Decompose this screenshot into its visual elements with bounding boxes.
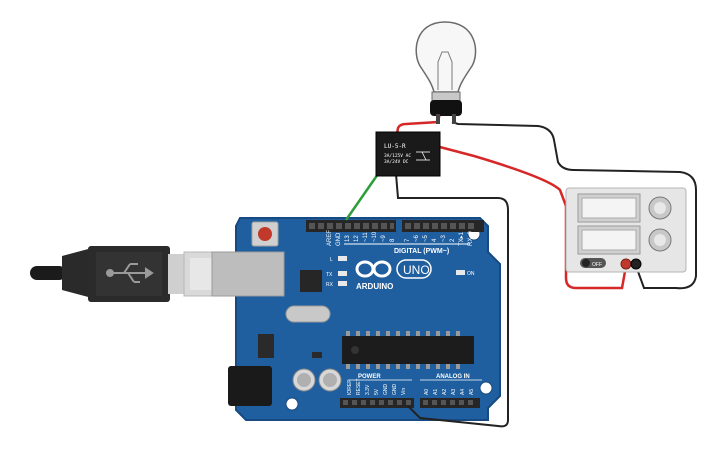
pin-3v3-label: 3.3V <box>365 384 371 395</box>
pin-2-label: 2 <box>450 238 456 242</box>
pin-gnd1-label: GND <box>383 384 389 396</box>
pin-8-label: 8 <box>390 238 396 242</box>
terminal-negative[interactable] <box>630 258 642 270</box>
wire-red-psu[interactable] <box>435 144 628 290</box>
pin-a4-label: A4 <box>460 389 466 395</box>
led-on <box>456 270 465 275</box>
pin-ioref-label: IOREF <box>347 380 353 395</box>
wire-green-signal[interactable] <box>344 173 380 221</box>
pin-4-label: 4 <box>432 238 438 242</box>
relay-rating-ac: 3A/125V AC <box>384 153 411 159</box>
pin-a5-label: A5 <box>469 389 475 395</box>
arduino-logo <box>355 260 392 278</box>
capacitors <box>292 368 342 392</box>
pin-reset-label: RESET <box>356 378 362 395</box>
power-switch-label: OFF <box>592 262 602 268</box>
pin-tx-label: TX▸1 <box>459 231 465 246</box>
pin-7-label: 7 <box>405 238 411 242</box>
led-on-label: ON <box>467 271 475 277</box>
pin-a2-label: A2 <box>442 389 448 395</box>
atmega-chip <box>342 331 474 369</box>
light-bulb-icon[interactable] <box>415 21 477 124</box>
reset-button[interactable] <box>251 221 279 247</box>
pin-vin-label: Vin <box>401 388 407 395</box>
usb-port <box>211 251 285 297</box>
uno-text: UNO <box>403 263 430 277</box>
voltage-regulator <box>258 334 274 358</box>
dc-power-jack <box>228 366 272 406</box>
power-header[interactable] <box>340 398 414 408</box>
pin-a3-label: A3 <box>451 389 457 395</box>
led-tx-label: TX <box>326 272 333 278</box>
relay-module[interactable]: LU-5-R 3A/125V AC 3A/24V DC <box>375 131 441 177</box>
pin-12-label: 12 <box>354 235 360 242</box>
led-l <box>338 256 347 261</box>
digital-header[interactable] <box>306 220 484 232</box>
pin-a0-label: A0 <box>424 389 430 395</box>
pin-gnd2-label: GND <box>392 384 398 396</box>
pin-10-label: ~10 <box>372 231 378 242</box>
pin-13-label: 13 <box>345 235 351 242</box>
pin-5v-label: 5V <box>374 388 380 395</box>
crystal-oscillator <box>285 305 331 323</box>
analog-section-label: ANALOG IN <box>436 374 470 380</box>
analog-header[interactable] <box>420 398 480 408</box>
arduino-wordmark: ARDUINO <box>356 282 393 291</box>
usb-icon <box>106 263 154 283</box>
relay-symbol <box>416 151 430 161</box>
pin-3-label: ~3 <box>441 234 447 242</box>
led-l-label: L <box>330 257 333 263</box>
wire-black-psu[interactable] <box>451 121 697 290</box>
terminal-positive[interactable] <box>620 258 632 270</box>
power-section-label: POWER <box>358 374 381 380</box>
pin-aref-label: AREF <box>327 230 333 246</box>
pin-a1-label: A1 <box>433 389 439 395</box>
power-switch[interactable]: OFF <box>580 258 606 268</box>
pin-gnd-label: GND <box>336 232 342 246</box>
arduino-uno-board[interactable]: AREF GND 13 12 ~11 ~10 ~9 8 7 ~6 ~5 4 ~3… <box>211 217 501 421</box>
led-rx-label: RX <box>326 282 334 288</box>
uno-badge <box>396 259 432 279</box>
usb-chip <box>300 270 322 292</box>
digital-pwm-label: DIGITAL (PWM~) <box>394 248 449 255</box>
pin-6-label: ~6 <box>414 234 420 242</box>
power-supply[interactable]: OFF <box>565 187 687 273</box>
wire-red-bulb[interactable] <box>394 111 442 141</box>
relay-rating-dc: 3A/24V DC <box>384 159 409 165</box>
pin-11-label: ~11 <box>363 232 369 242</box>
pin-5-label: ~5 <box>423 234 429 242</box>
relay-model-label: LU-5-R <box>384 143 406 150</box>
led-rx <box>338 281 347 286</box>
led-tx <box>338 271 347 276</box>
pin-9-label: ~9 <box>381 234 387 242</box>
pin-rx-label: RX◂0 <box>468 231 474 246</box>
wire-black-gnd[interactable] <box>395 173 509 428</box>
